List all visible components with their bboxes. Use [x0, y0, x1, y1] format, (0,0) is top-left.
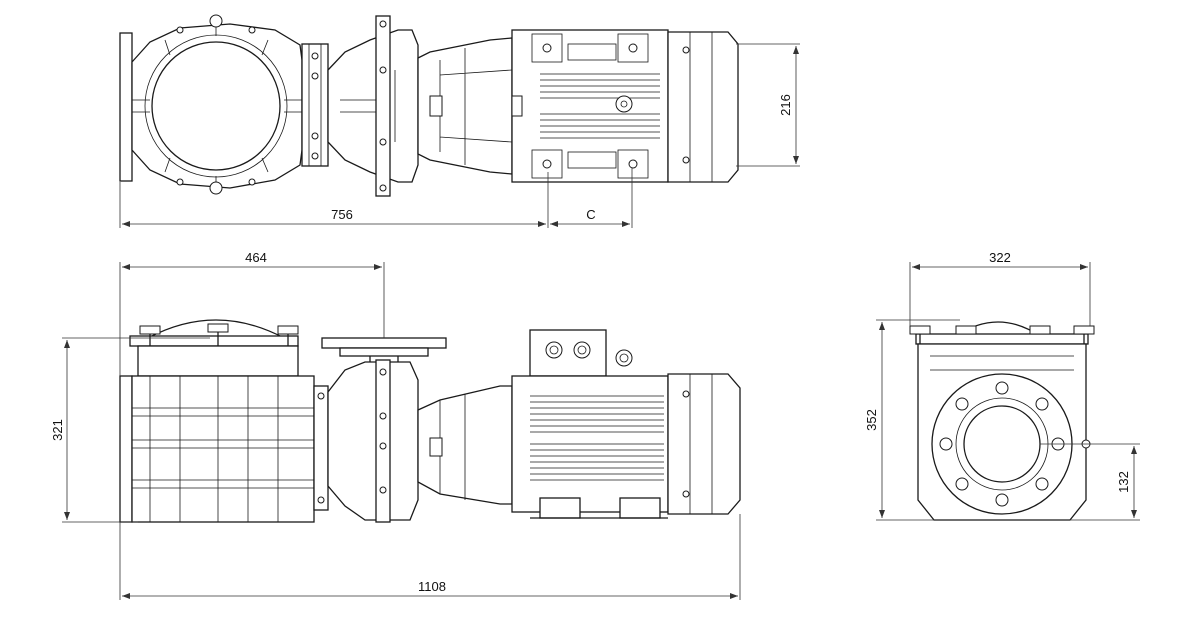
top-lid-knob — [209, 14, 223, 28]
top-volute-flange — [375, 15, 391, 197]
dim-label-1108: 1108 — [418, 579, 446, 594]
dim-label-464: 464 — [245, 250, 267, 265]
dim-label-352: 352 — [864, 409, 879, 431]
side-flange-bolts — [939, 381, 1065, 507]
front-view — [119, 319, 741, 523]
top-view — [119, 14, 739, 197]
front-lifting-eye — [615, 349, 633, 367]
dim-label-c: C — [586, 207, 595, 222]
dim-label-756: 756 — [331, 207, 353, 222]
front-view-dimensions: 464 321 1108 — [50, 250, 741, 600]
dim-label-321: 321 — [50, 419, 65, 441]
top-view-dimensions: 756 C 216 — [119, 43, 800, 228]
top-strainer-body — [131, 23, 303, 189]
top-lifting-eye — [615, 95, 633, 113]
top-strainer-bore — [151, 41, 281, 171]
side-view — [909, 321, 1095, 521]
front-connection-flange — [313, 385, 329, 511]
front-fan-cover — [667, 373, 741, 515]
top-motor-fins — [540, 73, 660, 139]
top-pump-volute — [327, 29, 419, 183]
top-inlet-flange — [119, 32, 133, 182]
dim-label-132: 132 — [1116, 471, 1131, 493]
side-view-dimensions: 322 352 132 — [864, 250, 1140, 521]
top-fan-cover — [667, 31, 739, 183]
front-inlet-flange — [119, 375, 133, 523]
dim-label-322: 322 — [989, 250, 1011, 265]
front-terminal-box — [529, 329, 607, 377]
top-connection-flange — [301, 43, 329, 167]
front-pump-volute — [327, 361, 419, 521]
front-lid-knob — [139, 325, 161, 335]
front-strainer-body — [131, 375, 315, 523]
front-discharge-flange — [321, 337, 447, 349]
front-motor-fins — [530, 395, 664, 481]
dim-label-216: 216 — [778, 94, 793, 116]
top-motor-body — [511, 29, 669, 183]
